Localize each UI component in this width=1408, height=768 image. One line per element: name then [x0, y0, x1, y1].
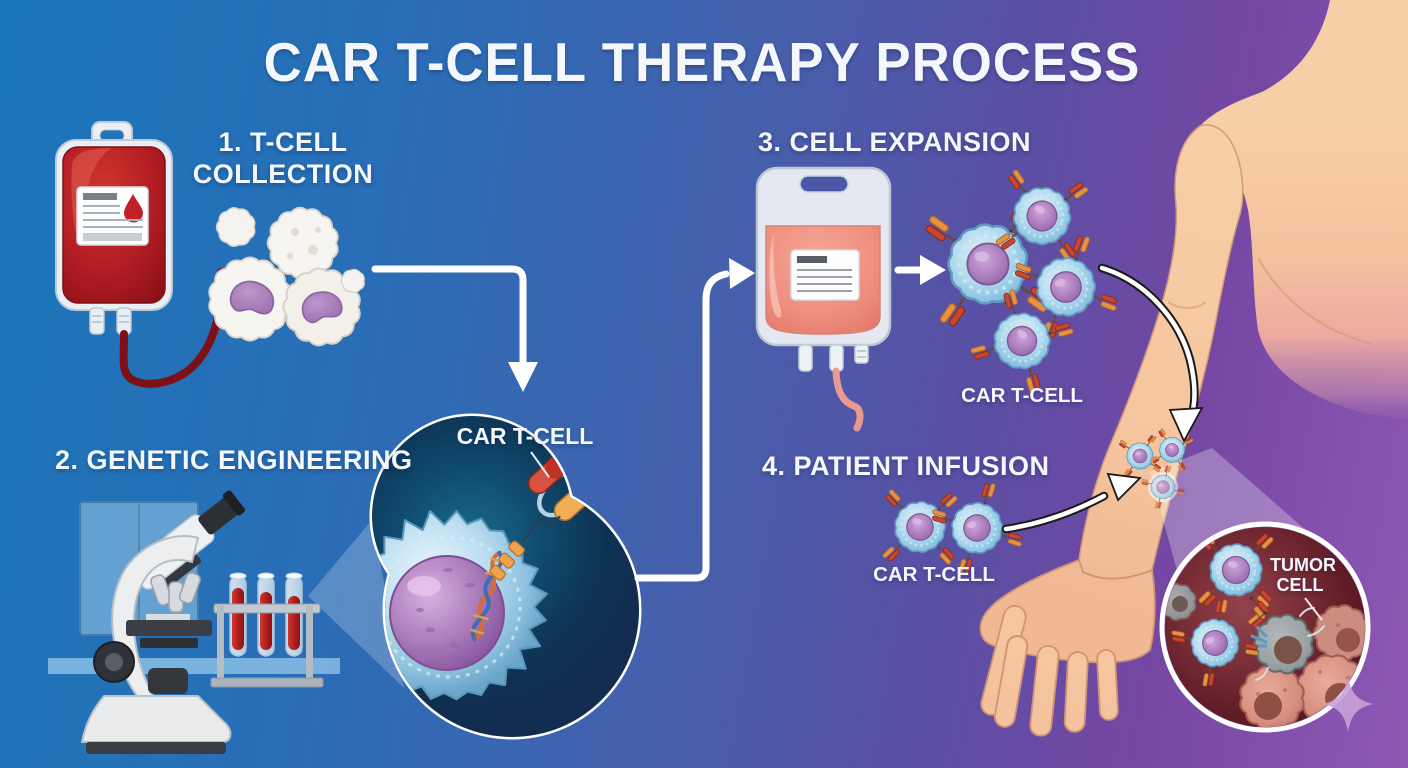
- arrow-cells-to-arm: [1097, 263, 1204, 444]
- genetic-engineering-magnifier: [369, 413, 642, 740]
- step4-label: 4. PATIENT INFUSION: [762, 451, 1050, 481]
- tumor-cell-label-line2: CELL: [1276, 575, 1324, 595]
- microscope-icon: [80, 490, 245, 754]
- car-tcell-pointer-line: [530, 451, 550, 478]
- step2-label: 2. GENETIC ENGINEERING: [55, 445, 413, 475]
- tumor-pointer-line: [1304, 597, 1323, 621]
- expanded-cells-label: CAR T-CELL: [961, 384, 1083, 407]
- injection-site-cells: [1118, 422, 1200, 512]
- iv-bag-hanger-hole: [799, 175, 849, 193]
- iv-ports: [798, 344, 869, 372]
- test-tubes: [229, 572, 303, 657]
- engineered-cell-label: CAR T-CELL: [456, 423, 594, 449]
- iv-gloss: [769, 232, 782, 318]
- objectives: [150, 572, 201, 613]
- magnifier-cone-left: [308, 520, 404, 688]
- attacked-tumor-cell: [1250, 607, 1325, 681]
- lab-shelf: [48, 658, 340, 674]
- infused-cells-label: CAR T-CELL: [873, 563, 995, 586]
- iv-bag-icon: [755, 166, 892, 432]
- stage: [126, 620, 212, 636]
- step3-label: 3. CELL EXPANSION: [758, 127, 1032, 157]
- step1-label-line1: 1. T-CELL: [218, 127, 348, 157]
- patient-chest-fold: [1257, 257, 1373, 345]
- blood-bag-label: [76, 186, 149, 246]
- test-tube-rack-icon: [210, 572, 324, 688]
- bag-ports: [89, 307, 132, 335]
- car-tcell-group-expansion: [923, 156, 1125, 406]
- patient-chest: [1200, 0, 1408, 418]
- page-title: CAR T-CELL THERAPY PROCESS: [263, 31, 1141, 93]
- flow-arrows: [371, 255, 946, 582]
- lab-scene: [48, 490, 404, 754]
- sparkle-icon: [1323, 676, 1373, 732]
- patient-body-illustration: [979, 0, 1408, 737]
- microscope-base: [80, 695, 232, 743]
- blood-bag-icon: [55, 121, 225, 388]
- step1-label-line2: COLLECTION: [192, 159, 374, 189]
- arrow-step1-to-step2: [371, 265, 527, 366]
- patient-hand: [979, 558, 1156, 737]
- blood-drop-icon: [124, 194, 143, 223]
- iv-bag-label: [790, 249, 860, 301]
- iv-tube: [832, 367, 864, 432]
- kidney-nucleus: [229, 280, 343, 324]
- elbow-crease: [1167, 301, 1207, 309]
- tcell-cluster-icon: [208, 206, 365, 347]
- slide: [146, 614, 190, 621]
- arrow-step2-to-step3: [634, 270, 730, 582]
- white-blood-cells: [208, 206, 365, 347]
- arrow-infusion-to-arm: [1001, 472, 1142, 534]
- tumor-cell-label-line1: TUMOR: [1270, 555, 1336, 575]
